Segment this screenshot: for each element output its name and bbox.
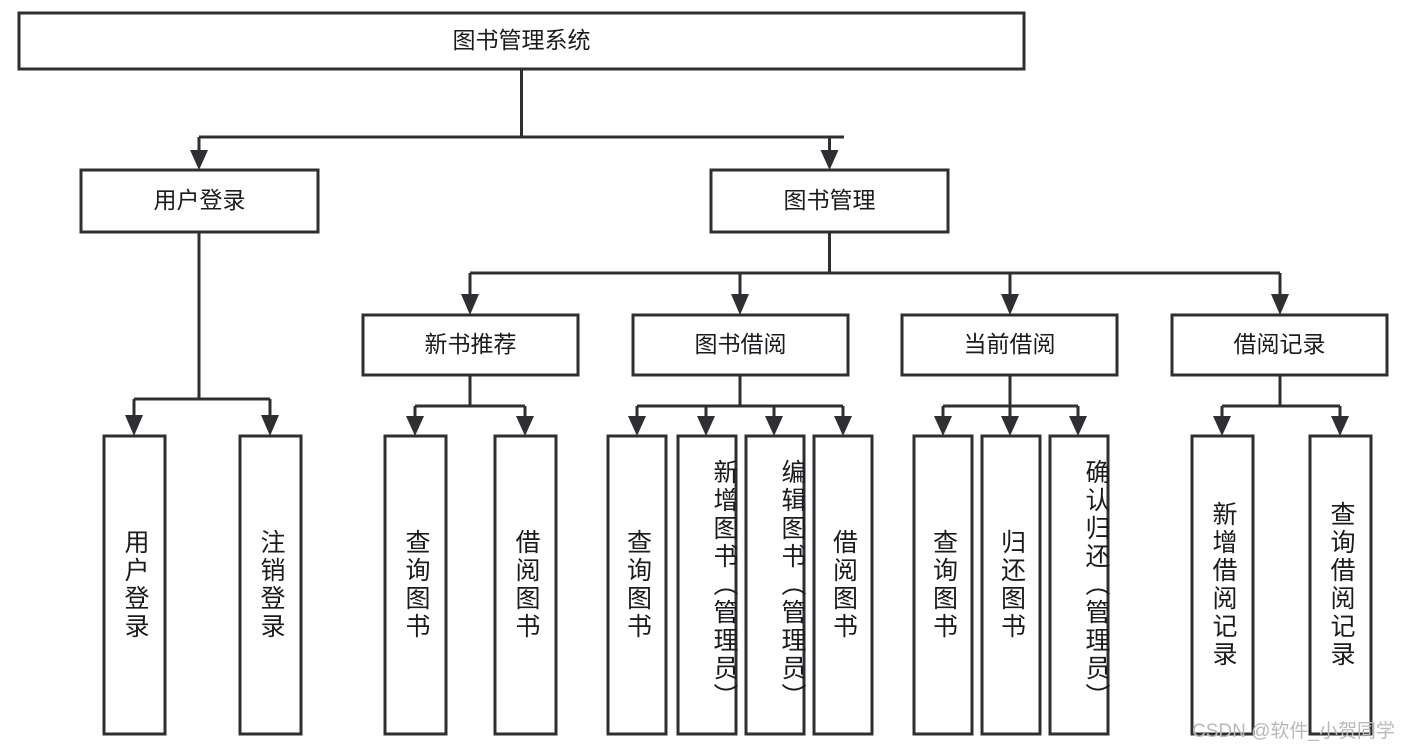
node-book-borrow[interactable]: 图书借阅	[631, 313, 850, 377]
leaf-box-nb-borrow[interactable]	[493, 434, 558, 736]
arrowhead-user-login	[190, 150, 208, 170]
book-borrow-box[interactable]	[631, 313, 850, 377]
edges-current-borrow-to-leaves	[934, 375, 1087, 436]
arrowhead-leaf-user-login	[125, 415, 143, 436]
arrowhead-br-leaf-2	[1331, 416, 1349, 436]
leafgroup-new-book	[383, 434, 558, 736]
edges-borrow-records-to-leaves	[1213, 375, 1349, 436]
edges-new-book-to-leaves	[406, 375, 534, 436]
book-management-label: 图书管理	[784, 187, 876, 213]
node-book-management[interactable]: 图书管理	[709, 168, 950, 234]
arrowhead-new-book	[461, 294, 479, 315]
arrowhead-nb-leaf-2	[516, 416, 534, 436]
leaf-box-bb-borrow[interactable]	[812, 434, 874, 736]
new-book-recommend-label: 新书推荐	[425, 331, 517, 357]
arrowhead-book-borrow	[731, 294, 749, 315]
leaf-box-cb-confirm[interactable]	[1048, 434, 1110, 736]
csdn-watermark: CSDN @软件_小贺同学	[1192, 721, 1395, 742]
arrowhead-bb-leaf-4	[834, 416, 852, 436]
borrow-records-label: 借阅记录	[1234, 331, 1326, 357]
arrowhead-bb-leaf-1	[628, 416, 646, 436]
book-management-box[interactable]	[709, 168, 950, 234]
node-new-book-recommend[interactable]: 新书推荐	[361, 313, 580, 377]
leaf-box-br-query[interactable]	[1308, 434, 1373, 736]
user-login-box[interactable]	[79, 168, 320, 234]
arrowhead-bb-leaf-2	[697, 416, 715, 436]
leafgroup-borrow-records	[1190, 434, 1373, 736]
arrowhead-current-borrow	[1001, 294, 1019, 315]
current-borrow-box[interactable]	[900, 313, 1119, 377]
leaf-box-bb-query[interactable]	[606, 434, 668, 736]
edges-book-borrow-to-leaves	[628, 375, 852, 436]
leaf-box-br-add[interactable]	[1190, 434, 1255, 736]
root-box[interactable]	[17, 11, 1026, 71]
node-current-borrow[interactable]: 当前借阅	[900, 313, 1119, 377]
new-book-recommend-box[interactable]	[361, 313, 580, 377]
leaf-box-cb-query[interactable]	[912, 434, 974, 736]
leaf-box-logout[interactable]	[238, 434, 303, 736]
leafgroup-user-login	[102, 434, 303, 736]
arrowhead-cb-leaf-3	[1069, 416, 1087, 436]
edges-root-to-level2	[190, 69, 844, 170]
arrowhead-nb-leaf-1	[406, 416, 424, 436]
arrowhead-bb-leaf-3	[765, 416, 783, 436]
node-user-login[interactable]: 用户登录	[79, 168, 320, 234]
leafgroup-book-borrow	[606, 434, 874, 736]
leaf-box-user-login[interactable]	[102, 434, 167, 736]
arrowhead-borrow-records	[1271, 294, 1289, 315]
arrowhead-leaf-logout	[261, 415, 279, 436]
leafgroup-current-borrow	[912, 434, 1110, 736]
leaf-box-bb-add[interactable]	[676, 434, 738, 736]
node-borrow-records[interactable]: 借阅记录	[1170, 313, 1389, 377]
book-borrow-label: 图书借阅	[695, 331, 787, 357]
current-borrow-label: 当前借阅	[964, 331, 1056, 357]
edges-user-login-to-leaves	[125, 232, 279, 436]
edges-book-mgmt-to-level3	[461, 232, 1289, 315]
arrowhead-br-leaf-1	[1213, 416, 1231, 436]
arrowhead-book-mgmt	[820, 150, 839, 170]
root-label: 图书管理系统	[453, 27, 591, 53]
leaf-box-cb-return[interactable]	[980, 434, 1042, 736]
leaf-box-nb-query[interactable]	[383, 434, 448, 736]
arrowhead-cb-leaf-1	[934, 416, 952, 436]
node-root[interactable]: 图书管理系统	[17, 11, 1026, 71]
user-login-label: 用户登录	[154, 187, 246, 213]
borrow-records-box[interactable]	[1170, 313, 1389, 377]
leaf-box-bb-edit[interactable]	[744, 434, 806, 736]
arrowhead-cb-leaf-2	[1001, 416, 1019, 436]
